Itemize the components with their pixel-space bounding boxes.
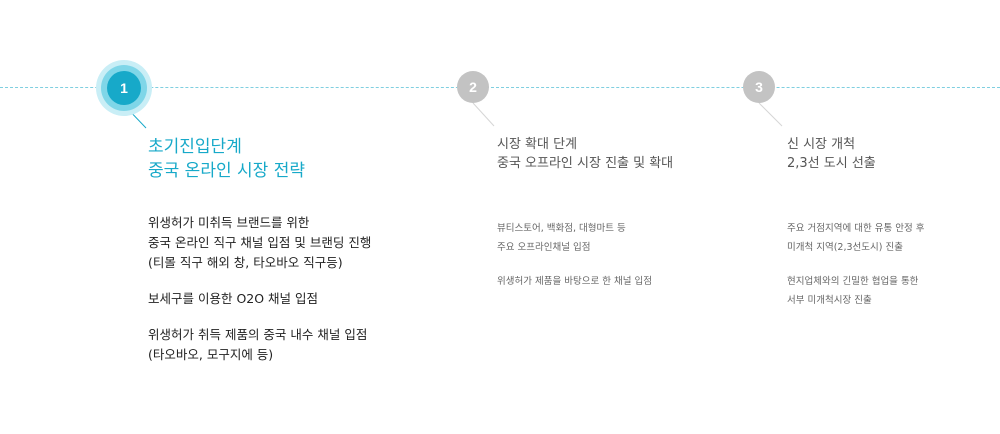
- stage-1-node[interactable]: 1: [107, 71, 141, 105]
- timeline-line: [0, 87, 1000, 88]
- description-line: 위생허가 미취득 브랜드를 위한: [148, 215, 310, 230]
- description-line: 보세구를 이용한 O2O 채널 입점: [148, 291, 319, 306]
- stage-2-title: 시장 확대 단계 중국 오프라인 시장 진출 및 확대: [497, 135, 673, 173]
- stage-3-title-line: 2,3선 도시 선출: [787, 156, 876, 171]
- stage-3-title-line: 신 시장 개척: [787, 137, 856, 152]
- connector-stage-2: [472, 102, 495, 127]
- description-line: 뷰티스토어, 백화점, 대형마트 등: [497, 223, 626, 234]
- stage-3-node[interactable]: 3: [743, 71, 775, 103]
- connector-stage-3: [758, 102, 783, 127]
- description-line: 위생허가 제품을 바탕으로 한 채널 입점: [497, 276, 652, 287]
- description-line: 주요 거점지역에 대한 유통 안정 후: [787, 223, 925, 234]
- stage-2-description: 뷰티스토어, 백화점, 대형마트 등 주요 오프라인채널 입점 위생허가 제품을…: [497, 219, 652, 291]
- description-line: 중국 온라인 직구 채널 입점 및 브랜딩 진행: [148, 235, 372, 250]
- description-line: 위생허가 취득 제품의 중국 내수 채널 입점: [148, 327, 368, 342]
- description-line: (타오바오, 모구지에 등): [148, 347, 274, 362]
- stage-1-description: 위생허가 미취득 브랜드를 위한 중국 온라인 직구 채널 입점 및 브랜딩 진…: [148, 213, 371, 365]
- description-line: 서부 미개척시장 진출: [787, 295, 872, 306]
- stage-1-title-line: 초기진입단계: [148, 137, 242, 157]
- description-line: 현지업체와의 긴밀한 협업을 통한: [787, 276, 919, 287]
- stage-3-title: 신 시장 개척 2,3선 도시 선출: [787, 135, 876, 173]
- stage-1-title: 초기진입단계 중국 온라인 시장 전략: [148, 135, 305, 183]
- description-line: 미개척 지역(2,3선도시) 진출: [787, 242, 903, 253]
- stage-2-title-line: 중국 오프라인 시장 진출 및 확대: [497, 156, 674, 171]
- stage-2-title-line: 시장 확대 단계: [497, 137, 578, 152]
- description-line: 주요 오프라인채널 입점: [497, 242, 591, 253]
- stage-3-description: 주요 거점지역에 대한 유통 안정 후 미개척 지역(2,3선도시) 진출 현지…: [787, 219, 924, 310]
- description-line: (티몰 직구 해외 창, 타오바오 직구등): [148, 255, 343, 270]
- stage-1-title-line: 중국 온라인 시장 전략: [148, 161, 305, 181]
- stage-2-node[interactable]: 2: [457, 71, 489, 103]
